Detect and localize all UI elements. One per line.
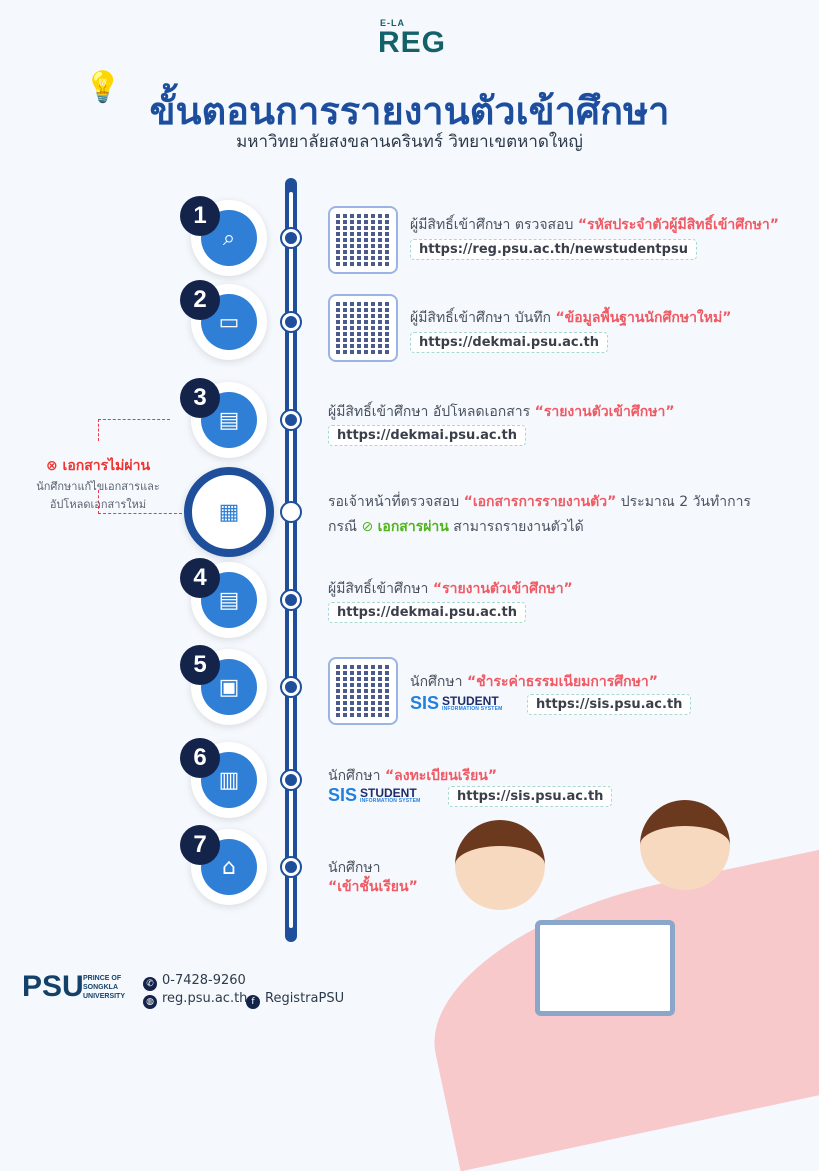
step-1-text: ผู้มีสิทธิ์เข้าศึกษา ตรวจสอบ “รหัสประจำต… (410, 217, 779, 233)
step-4-url[interactable]: https://dekmai.psu.ac.th (328, 602, 527, 623)
sis-name: STUDENT (360, 785, 417, 800)
step-1-url[interactable]: https://reg.psu.ac.th/newstudentpsu (410, 239, 697, 260)
step-number: 7 (180, 825, 220, 865)
lightbulb-icon: 💡 (84, 70, 122, 105)
timeline-dot (282, 678, 300, 696)
fail-arrow-line (98, 419, 99, 441)
globe-icon: ◍ (143, 995, 157, 1009)
step-5-url[interactable]: https://sis.psu.ac.th (527, 694, 692, 715)
sis-name: STUDENT (442, 693, 499, 708)
sis-logo-mark: SIS (410, 693, 440, 713)
calendar-icon: ▦ (201, 484, 257, 540)
sis-logo-mark: SIS (328, 785, 358, 805)
footer-web[interactable]: ◍reg.psu.ac.th (143, 991, 247, 1009)
timeline-dot (282, 503, 300, 521)
step-3-url[interactable]: https://dekmai.psu.ac.th (328, 425, 527, 446)
psu-logo: PSU (22, 970, 84, 1003)
phone-icon: ✆ (143, 977, 157, 991)
step-number: 6 (180, 738, 220, 778)
step-4-text: ผู้มีสิทธิ์เข้าศึกษา “รายงานตัวเข้าศึกษา… (328, 581, 573, 597)
fail-arrow-line (98, 490, 99, 514)
step-node: ▣ (191, 649, 267, 725)
wait-pass-text: กรณี ⊘ เอกสารผ่าน สามารถรายงานตัวได้ (328, 519, 584, 535)
step-number: 5 (180, 645, 220, 685)
timeline-dot (282, 411, 300, 429)
timeline-dot (282, 229, 300, 247)
sis-tag: INFORMATION SYSTEM (442, 705, 503, 712)
step-3-text: ผู้มีสิทธิ์เข้าศึกษา อัปโหลดเอกสาร “รายง… (328, 404, 675, 420)
timeline-dot (282, 313, 300, 331)
step-7-highlight: “เข้าชั้นเรียน” (328, 879, 418, 895)
timeline-dot (282, 591, 300, 609)
step-2-url[interactable]: https://dekmai.psu.ac.th (410, 332, 609, 353)
step-number: 2 (180, 280, 220, 320)
fail-note: ⊗ เอกสารไม่ผ่าน นักศึกษาแก้ไขเอกสารและ อ… (36, 458, 160, 511)
step-number: 4 (180, 558, 220, 598)
page-subtitle: มหาวิทยาลัยสงขลานครินทร์ วิทยาเขตหาดใหญ่ (236, 132, 583, 152)
step-2-text: ผู้มีสิทธิ์เข้าศึกษา บันทึก “ข้อมูลพื้นฐ… (410, 310, 732, 326)
timeline-bar (285, 178, 297, 942)
student-girl-illustration (455, 820, 545, 910)
wait-node: ▦ (184, 467, 274, 557)
timeline-dot (282, 771, 300, 789)
fail-arrow-line (98, 513, 182, 514)
facebook-icon: f (246, 995, 260, 1009)
qr-code[interactable] (328, 206, 398, 274)
footer-phone: ✆0-7428-9260 (143, 973, 246, 991)
timeline-dot (282, 858, 300, 876)
step-number: 1 (180, 196, 220, 236)
step-5-text: นักศึกษา “ชำระค่าธรรมเนียมการศึกษา” (410, 674, 658, 690)
qr-code[interactable] (328, 294, 398, 362)
laptop-illustration (535, 920, 675, 1016)
student-boy-illustration (640, 800, 730, 890)
fail-arrow-line (98, 419, 170, 420)
step-7-text: นักศึกษา (328, 860, 381, 876)
qr-code[interactable] (328, 657, 398, 725)
check-icon: ⊘ (361, 519, 378, 535)
page-title: ขั้นตอนการรายงานตัวเข้าศึกษา (149, 89, 670, 133)
sis-tag: INFORMATION SYSTEM (360, 797, 421, 804)
x-circle-icon: ⊗ (45, 458, 63, 474)
step-6-url[interactable]: https://sis.psu.ac.th (448, 786, 613, 807)
step-number: 3 (180, 378, 220, 418)
wait-text: รอเจ้าหน้าที่ตรวจสอบ “เอกสารการรายงานตัว… (328, 494, 751, 510)
step-6-text: นักศึกษา “ลงทะเบียนเรียน” (328, 768, 498, 784)
